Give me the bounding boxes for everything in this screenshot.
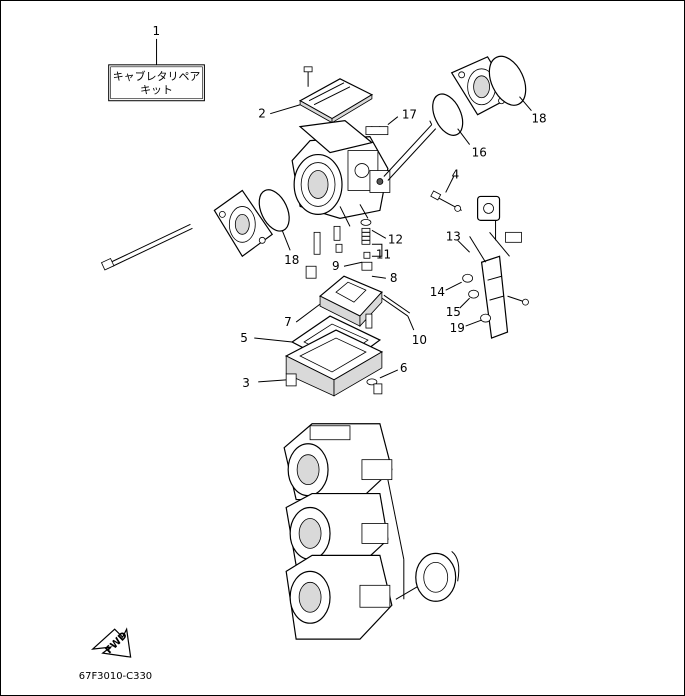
cover-screw bbox=[303, 66, 313, 87]
callout-7: 7 bbox=[284, 315, 292, 329]
bowl-screw-3 bbox=[258, 373, 297, 387]
callout-13: 13 bbox=[446, 229, 461, 243]
callout-15: 15 bbox=[446, 305, 461, 319]
carburetor-body bbox=[291, 120, 391, 227]
callout-9: 9 bbox=[332, 259, 340, 273]
callout-2: 2 bbox=[258, 107, 266, 121]
drain-screw-6 bbox=[366, 378, 383, 395]
carburetor-top-cover bbox=[298, 78, 374, 124]
o-ring-19 bbox=[480, 313, 491, 323]
float-pin-10 bbox=[381, 294, 411, 317]
float-7 bbox=[318, 275, 383, 328]
float-bowl bbox=[284, 329, 384, 397]
callout-4: 4 bbox=[452, 167, 460, 181]
callout-10: 10 bbox=[412, 333, 427, 347]
callout-16: 16 bbox=[472, 146, 487, 160]
callout-6: 6 bbox=[400, 361, 408, 375]
callout-14: 14 bbox=[430, 285, 445, 299]
small-jets bbox=[305, 225, 343, 279]
pilot-screw-4 bbox=[430, 190, 462, 212]
callout-18-left: 18 bbox=[284, 253, 299, 267]
callout-5: 5 bbox=[240, 331, 248, 345]
o-ring-16 bbox=[432, 93, 464, 136]
callout-11: 11 bbox=[376, 247, 391, 261]
o-ring-18-right bbox=[488, 55, 527, 106]
callout-19: 19 bbox=[450, 321, 465, 335]
kit-label-line2: キット bbox=[140, 84, 173, 97]
callout-1: 1 bbox=[153, 24, 161, 38]
o-ring-18-left bbox=[258, 189, 290, 232]
assembled-carburetor-stack bbox=[283, 423, 460, 640]
callout-18-right: 18 bbox=[531, 112, 546, 126]
intake-flange-right bbox=[450, 56, 513, 116]
repair-kit-box: キャブレタリペア キット bbox=[108, 64, 205, 102]
callout-8: 8 bbox=[390, 271, 398, 285]
o-ring-14 bbox=[462, 273, 474, 283]
intake-flange-left bbox=[213, 189, 274, 258]
jet-stack bbox=[360, 218, 373, 271]
enrichment-valve-assembly bbox=[469, 195, 529, 339]
o-ring-15 bbox=[468, 289, 480, 299]
fwd-arrow: FWD bbox=[90, 627, 132, 658]
spring-17 bbox=[365, 125, 389, 136]
callout-3: 3 bbox=[242, 376, 250, 390]
callout-12: 12 bbox=[388, 232, 403, 246]
kit-label-line1: キャブレタリペア bbox=[113, 69, 201, 83]
drawing-code: 67F3010-C330 bbox=[79, 671, 152, 682]
callout-17: 17 bbox=[402, 108, 417, 122]
long-bolt-left bbox=[100, 223, 193, 271]
